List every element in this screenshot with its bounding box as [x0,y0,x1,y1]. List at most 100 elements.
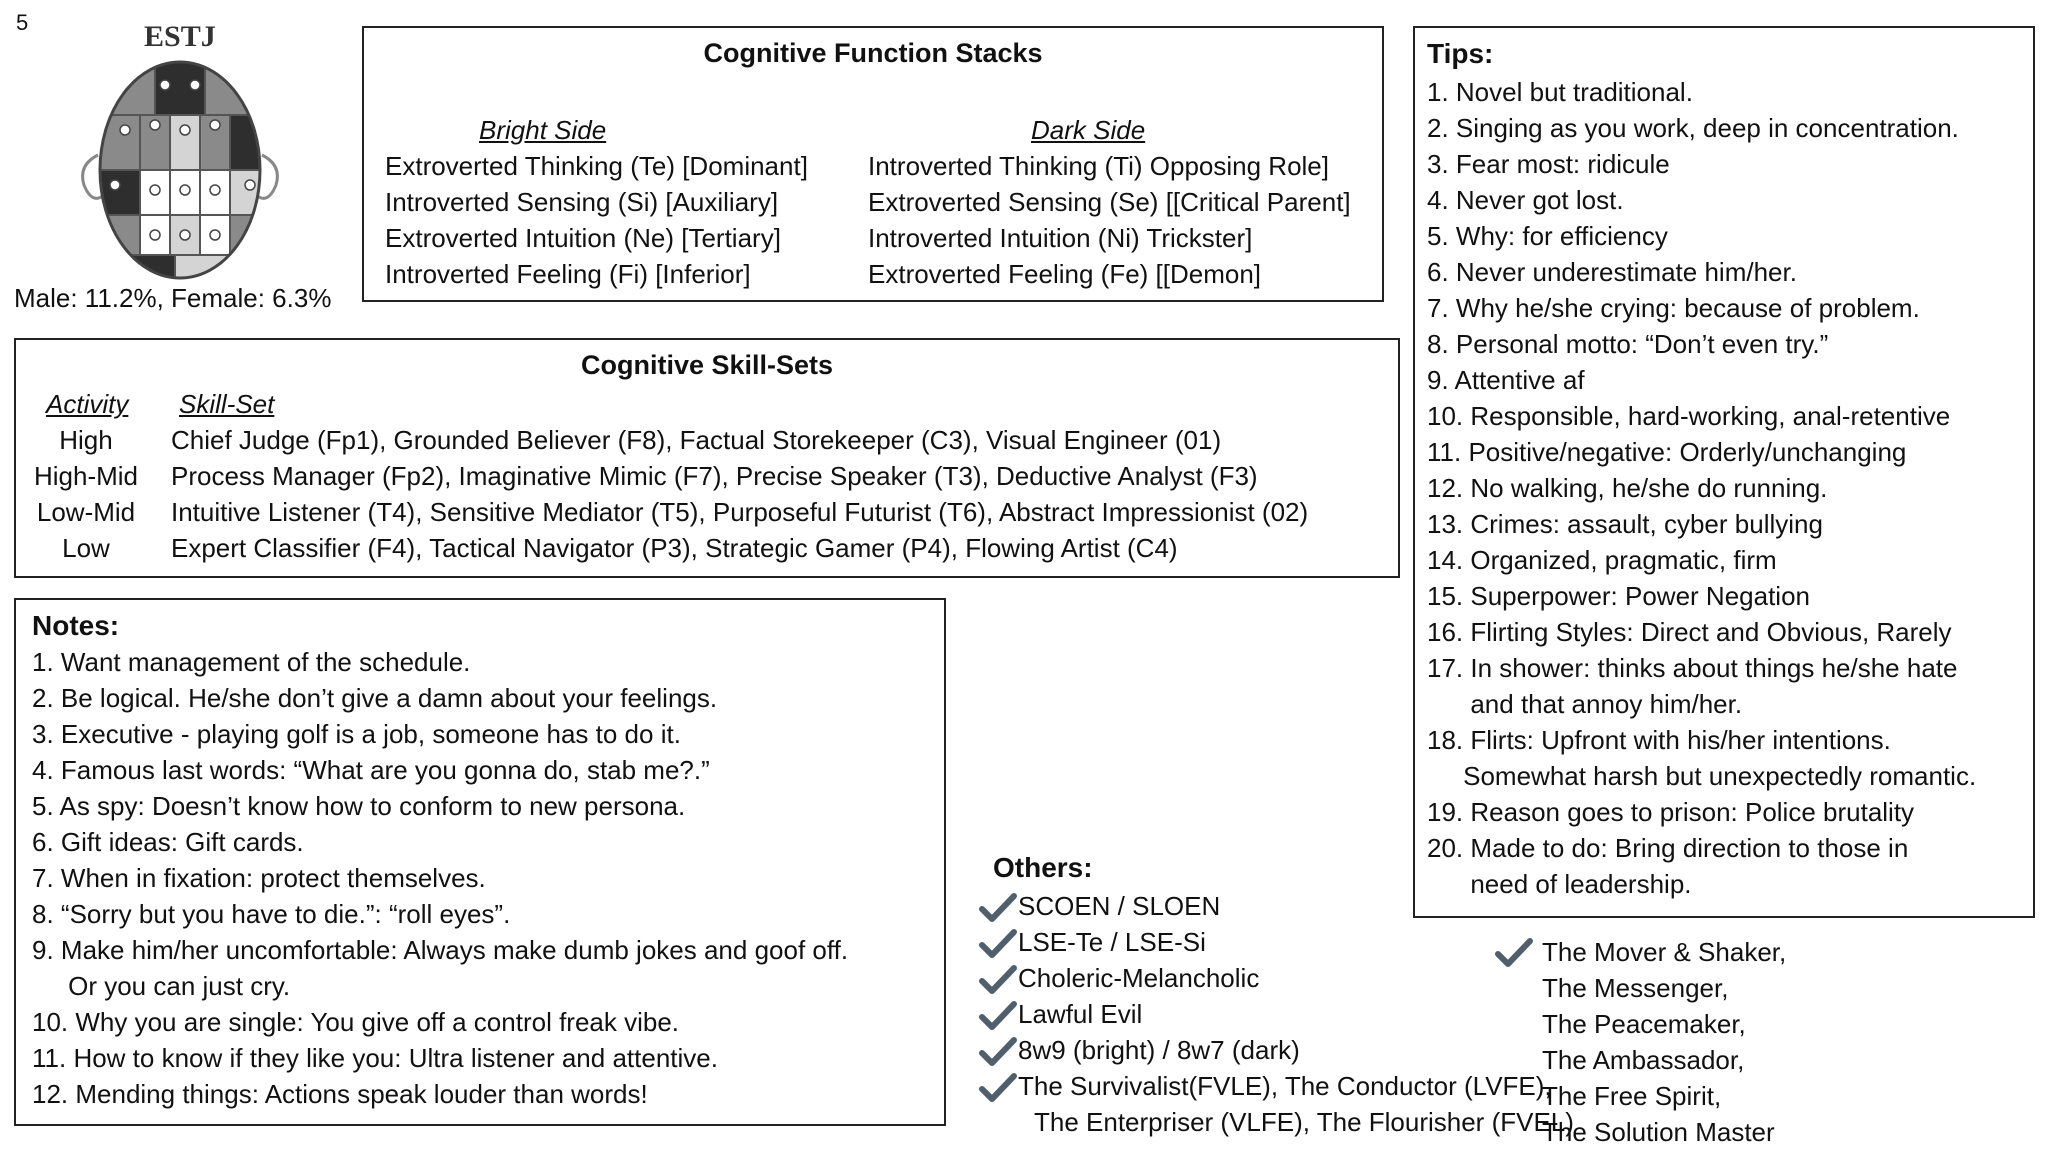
note-item: 5. As spy: Doesn’t know how to conform t… [32,791,686,821]
bright-side-header: Bright Side [479,115,607,145]
others-item-label: Lawful Evil [1018,999,1143,1029]
tip-item: 19. Reason goes to prison: Police brutal… [1427,797,1915,827]
tip-item: 14. Organized, pragmatic, firm [1427,545,1777,575]
skill-row: Chief Judge (Fp1), Grounded Believer (F8… [171,425,1222,455]
others-item-label: 8w9 (bright) / 8w7 (dark) [1018,1035,1300,1065]
role-item: The Ambassador, [1542,1045,1745,1075]
dark-side-list: Introverted Thinking (Ti) Opposing Role]… [868,148,1351,292]
checkmark-icon [979,1037,1017,1067]
tip-item: 1. Novel but traditional. [1427,77,1693,107]
others-title: Others: [993,852,1093,883]
tip-item: 10. Responsible, hard-working, anal-rete… [1427,401,1951,431]
tip-item: 3. Fear most: ridicule [1427,149,1670,179]
checkmark-icon [979,1073,1017,1103]
dark-function: Extroverted Sensing (Se) [[Critical Pare… [868,187,1351,217]
checkmark-icon [979,965,1017,995]
note-item: 12. Mending things: Actions speak louder… [32,1079,648,1109]
others-item-label: SCOEN / SLOEN [1018,891,1221,921]
notes-box: Notes: 1. Want management of the schedul… [14,598,946,1126]
activity-header: Activity [46,389,129,419]
tip-item: 9. Attentive af [1427,365,1585,395]
skill-row: Intuitive Listener (T4), Sensitive Media… [171,497,1309,527]
bright-function: Introverted Sensing (Si) [Auxiliary] [385,187,779,217]
tips-list: 1. Novel but traditional. 2. Singing as … [1427,74,1976,902]
others-item-label: Choleric-Melancholic [1018,963,1260,993]
note-item: 7. When in fixation: protect themselves. [32,863,486,893]
dark-function: Extroverted Feeling (Fe) [[Demon] [868,259,1262,289]
tip-item: Somewhat harsh but unexpectedly romantic… [1427,761,1977,791]
bright-function: Extroverted Intuition (Ne) [Tertiary] [385,223,781,253]
tip-item: 5. Why: for efficiency [1427,221,1668,251]
others-list: SCOEN / SLOEN LSE-Te / LSE-Si Choleric-M… [978,888,1574,1140]
tip-item: 16. Flirting Styles: Direct and Obvious,… [1427,617,1952,647]
dark-function: Introverted Thinking (Ti) Opposing Role] [868,151,1329,181]
notes-title: Notes: [32,610,120,641]
notes-list: 1. Want management of the schedule. 2. B… [32,644,848,1112]
skill-sets-box: Cognitive Skill-Sets Activity Skill-Set … [14,338,1400,578]
role-item: The Solution Master [1542,1117,1775,1147]
tip-item: 8. Personal motto: “Don’t even try.” [1427,329,1829,359]
activity-level: High-Mid [33,461,139,491]
checkmark-icon [979,929,1017,959]
note-item: 2. Be logical. He/she don’t give a damn … [32,683,718,713]
role-item: The Free Spirit, [1542,1081,1722,1111]
tip-item: need of leadership. [1427,869,1692,899]
others-item-continuation: The Enterpriser (VLFE), The Flourisher (… [1034,1107,1574,1137]
skill-list: Chief Judge (Fp1), Grounded Believer (F8… [171,422,1308,566]
function-stacks-title: Cognitive Function Stacks [703,38,1043,68]
others-item: Lawful Evil [978,996,1574,1032]
function-stacks-box: Cognitive Function Stacks Bright Side Da… [362,26,1384,302]
activity-level: Low-Mid [36,497,136,527]
dark-function: Introverted Intuition (Ni) Trickster] [868,223,1253,253]
note-item: 6. Gift ideas: Gift cards. [32,827,304,857]
tip-item: 4. Never got lost. [1427,185,1624,215]
others-item: The Survivalist(FVLE), The Conductor (LV… [978,1068,1574,1104]
tip-item: 13. Crimes: assault, cyber bullying [1427,509,1823,539]
others-item-label: The Survivalist(FVLE), The Conductor (LV… [1018,1071,1552,1101]
activity-level: High [59,425,113,455]
tip-item: 17. In shower: thinks about things he/sh… [1427,653,1958,683]
note-item: 8. “Sorry but you have to die.”: “roll e… [32,899,511,929]
tip-item: 20. Made to do: Bring direction to those… [1427,833,1909,863]
others-item: 8w9 (bright) / 8w7 (dark) [978,1032,1574,1068]
others-item-label: LSE-Te / LSE-Si [1018,927,1206,957]
population-stats: Male: 11.2%, Female: 6.3% [14,283,332,313]
tip-item: 11. Positive/negative: Orderly/unchangin… [1427,437,1907,467]
others-item: Choleric-Melancholic [978,960,1574,996]
tip-item: 7. Why he/she crying: because of problem… [1427,293,1920,323]
others-item: SCOEN / SLOEN [978,888,1574,924]
skill-sets-title: Cognitive Skill-Sets [580,350,834,380]
tip-item: 12. No walking, he/she do running. [1427,473,1828,503]
bright-side-list: Extroverted Thinking (Te) [Dominant] Int… [385,148,808,292]
tip-item: 6. Never underestimate him/her. [1427,257,1797,287]
head-map-illustration [81,60,279,280]
skill-row: Process Manager (Fp2), Imaginative Mimic… [171,461,1258,491]
others-item: LSE-Te / LSE-Si [978,924,1574,960]
role-item: The Messenger, [1542,973,1729,1003]
tip-item: and that annoy him/her. [1427,689,1743,719]
bright-function: Extroverted Thinking (Te) [Dominant] [385,151,808,181]
note-item: Or you can just cry. [32,971,291,1001]
checkmark-icon [1495,938,1533,967]
role-item: The Peacemaker, [1542,1009,1746,1039]
checkmark-icon [979,1001,1017,1031]
note-item: 1. Want management of the schedule. [32,647,471,677]
role-item: The Mover & Shaker, [1542,937,1787,967]
note-item: 10. Why you are single: You give off a c… [32,1007,680,1037]
note-item: 4. Famous last words: “What are you gonn… [32,755,710,785]
skill-levels: High High-Mid Low-Mid Low [16,422,156,566]
tip-item: 15. Superpower: Power Negation [1427,581,1811,611]
tips-box: Tips: 1. Novel but traditional. 2. Singi… [1413,26,2035,918]
page-number: 5 [16,10,29,35]
note-item: 3. Executive - playing golf is a job, so… [32,719,681,749]
checkmark-icon [979,893,1017,923]
roles-list: The Mover & Shaker, The Messenger, The P… [1495,934,1787,1150]
skill-row: Expert Classifier (F4), Tactical Navigat… [171,533,1178,563]
note-item: 9. Make him/her uncomfortable: Always ma… [32,935,849,965]
activity-level: Low [62,533,110,563]
tip-item: 2. Singing as you work, deep in concentr… [1427,113,1959,143]
tip-item: 18. Flirts: Upfront with his/her intenti… [1427,725,1891,755]
tips-title: Tips: [1427,38,1494,69]
note-item: 11. How to know if they like you: Ultra … [32,1043,718,1073]
bright-function: Introverted Feeling (Fi) [Inferior] [385,259,751,289]
